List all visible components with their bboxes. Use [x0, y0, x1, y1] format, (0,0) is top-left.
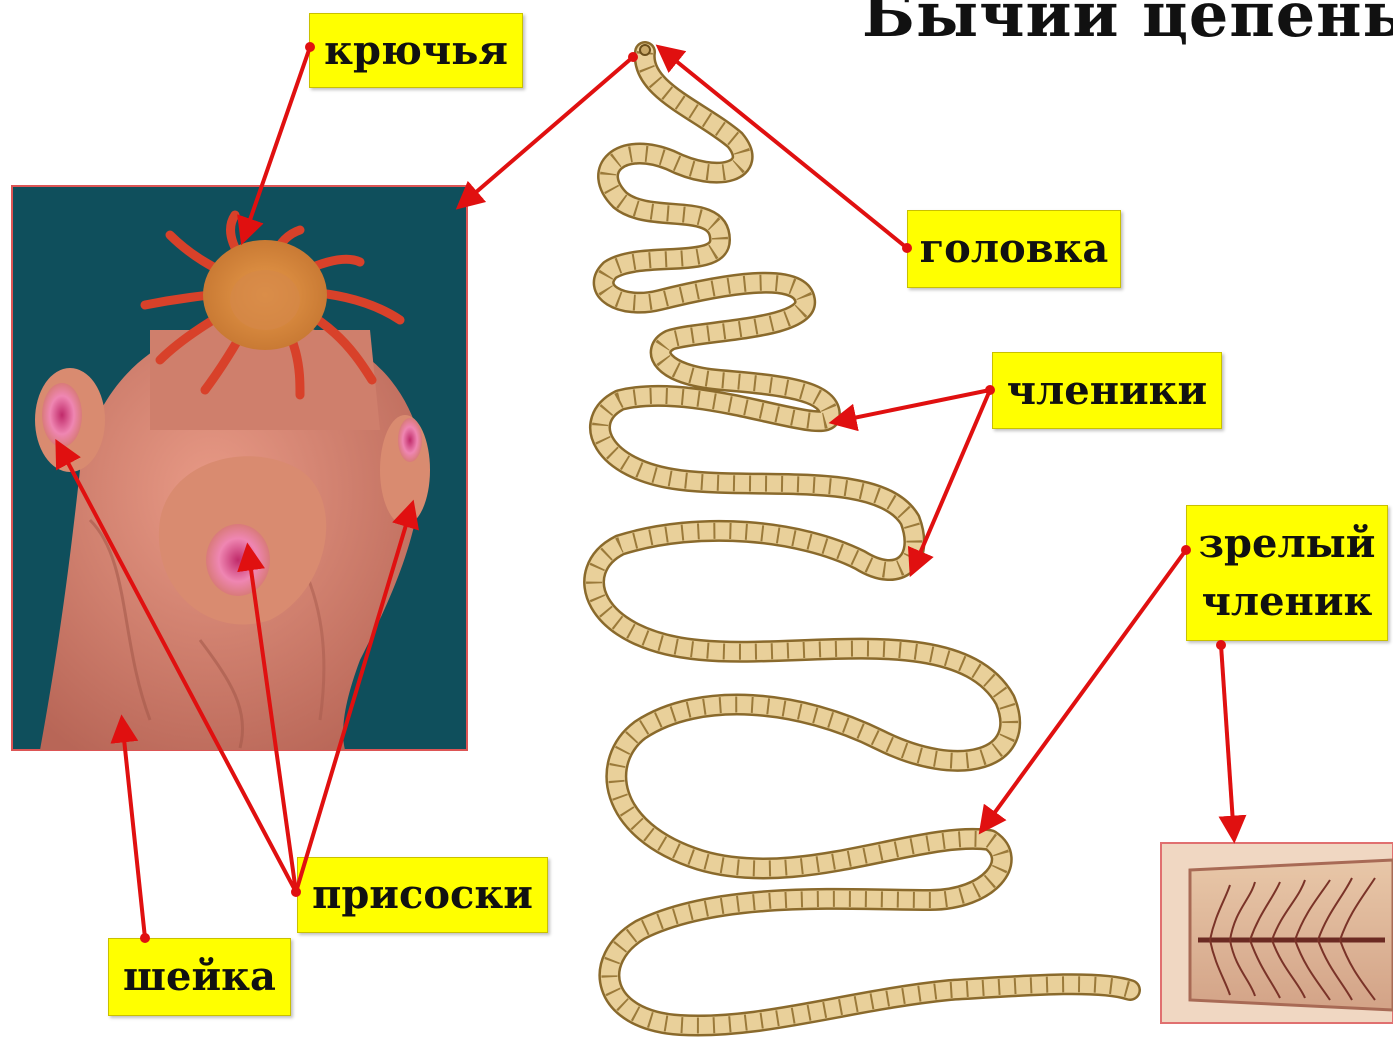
arrow-segments-2 — [912, 390, 990, 572]
arrow-segments-1 — [834, 390, 990, 422]
arrow-suckers-1 — [58, 444, 296, 892]
arrow-mature-1 — [982, 550, 1186, 830]
arrow-head-to-photo — [460, 57, 633, 206]
arrow-suckers-3 — [296, 505, 412, 892]
arrow-hooks — [243, 47, 310, 240]
arrow-mature-2 — [1221, 645, 1234, 838]
arrow-suckers-2 — [248, 548, 296, 892]
arrow-head — [660, 48, 907, 248]
arrow-neck — [122, 720, 145, 938]
